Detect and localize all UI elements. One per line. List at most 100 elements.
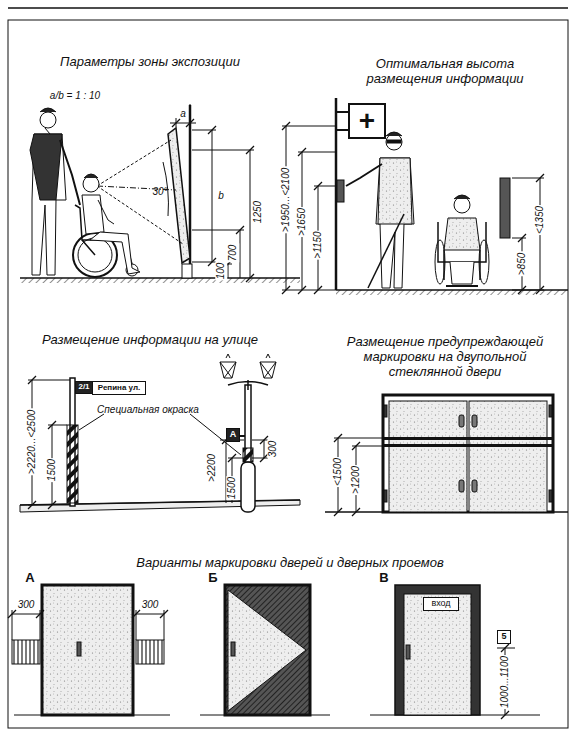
- drawing-part: [60, 140, 80, 205]
- drawing-part: [336, 129, 348, 131]
- label: В: [379, 571, 388, 586]
- drawing-part: [208, 126, 216, 134]
- drawing-part: [404, 594, 471, 715]
- drawing-part: [459, 415, 464, 427]
- drawing-part: [383, 395, 553, 512]
- label: a/b = 1 : 10: [50, 90, 100, 102]
- drawing-part: [336, 111, 348, 113]
- dimension-label: >1650: [296, 207, 308, 237]
- drawing-part: [226, 354, 270, 358]
- drawing-part: [282, 126, 336, 127]
- drawing-part: [83, 176, 99, 192]
- drawing-part: [160, 610, 168, 618]
- sign-box: А: [226, 428, 240, 442]
- drawing-part: [20, 277, 300, 279]
- drawing-part: [314, 286, 322, 294]
- drawing-part: [20, 500, 300, 512]
- door-variants: [8, 585, 540, 719]
- drawing-part: [97, 140, 171, 186]
- label: Специальная окраска: [97, 404, 199, 416]
- drawing-part: [334, 438, 383, 439]
- drawing-part: [225, 585, 310, 715]
- drawing-part: [406, 645, 410, 659]
- drawing-part: [435, 240, 445, 284]
- drawing-part: [260, 362, 276, 378]
- drawing-part: [186, 119, 194, 127]
- drawing-part: [472, 480, 477, 492]
- drawing-part: [500, 178, 510, 238]
- panel-title: Размещение предупреждающей маркировки на…: [328, 335, 563, 380]
- dimension-label: 700: [227, 244, 239, 263]
- drawing-part: [246, 274, 254, 282]
- drawing-part: [40, 112, 56, 128]
- drawing-part: [383, 444, 553, 447]
- drawing-part: [536, 286, 544, 294]
- dimension-label: 1250: [252, 200, 264, 224]
- exposition-panel: [20, 104, 300, 283]
- drawing-part: [228, 264, 229, 278]
- drawing-part: [395, 585, 480, 715]
- sign-text: Репина ул.: [98, 384, 141, 393]
- drawing-part: [252, 458, 268, 459]
- drawing-part: [132, 610, 140, 618]
- drawing-part: [246, 146, 254, 154]
- label: 30°: [152, 186, 167, 198]
- panel-title: Параметры зоны экспозиции: [60, 55, 240, 70]
- drawing-part: [36, 610, 44, 618]
- drawing-part: [368, 214, 404, 288]
- drawing-part: [168, 128, 190, 263]
- drawing-part: [8, 7, 568, 9]
- dimension-label: >2220...<2500: [26, 409, 38, 476]
- drawing-part: [84, 174, 98, 178]
- drawing-part: [501, 644, 509, 652]
- drawing-part: [282, 286, 290, 294]
- drawing-part: [192, 150, 254, 151]
- drawing-part: [8, 610, 509, 719]
- panel-title: Оптимальная высота размещения информации: [350, 57, 540, 87]
- glass-door-panel: [325, 395, 568, 516]
- drawing-part: [384, 490, 387, 502]
- dimension-label: <1500: [332, 457, 344, 487]
- label: 300: [142, 599, 159, 611]
- drawing-part: [240, 435, 245, 437]
- dimension-label: >850: [516, 252, 528, 277]
- drawing-part: [170, 123, 196, 124]
- drawing-part: [352, 442, 360, 450]
- drawing-part: [236, 226, 244, 234]
- sign-text: вход: [431, 599, 450, 609]
- sign-box: 2/1: [75, 381, 93, 394]
- sign-text: +: [359, 106, 375, 137]
- drawing-part: [512, 238, 526, 239]
- drawing-part: [192, 230, 244, 231]
- drawing-part: [28, 505, 70, 506]
- drawing-part: [228, 454, 236, 462]
- drawing-part: [549, 490, 552, 502]
- drawing-part: [220, 362, 236, 378]
- dimension-label: 1500: [46, 458, 58, 482]
- drawing-part: [67, 425, 78, 503]
- drawing-part: [469, 401, 547, 512]
- drawing-part: [77, 642, 81, 656]
- drawing-part: [172, 119, 180, 127]
- drawing-part: [8, 20, 568, 728]
- drawing-part: [282, 122, 290, 130]
- drawing-part: [136, 614, 164, 615]
- dimension-label: 1500: [226, 476, 238, 500]
- drawing-part: [314, 182, 322, 190]
- drawing-part: [40, 108, 56, 112]
- drawing-part: [549, 405, 552, 417]
- panel-title: Варианты маркировки дверей и дверных про…: [136, 556, 443, 571]
- drawing-part: [518, 286, 526, 294]
- drawing-part: [8, 610, 16, 618]
- sign-box: Репина ул.: [92, 381, 146, 395]
- drawing-part: [228, 590, 306, 711]
- label: a: [180, 108, 186, 120]
- drawing-part: [136, 640, 164, 664]
- dimension-label: >2200: [206, 453, 218, 483]
- drawing-part: [378, 158, 412, 224]
- drawing-part: [334, 508, 342, 516]
- drawing-part: [518, 234, 526, 242]
- drawing-part: [446, 285, 478, 287]
- height-panel: [282, 98, 568, 295]
- dimension-label: <1350: [534, 205, 546, 235]
